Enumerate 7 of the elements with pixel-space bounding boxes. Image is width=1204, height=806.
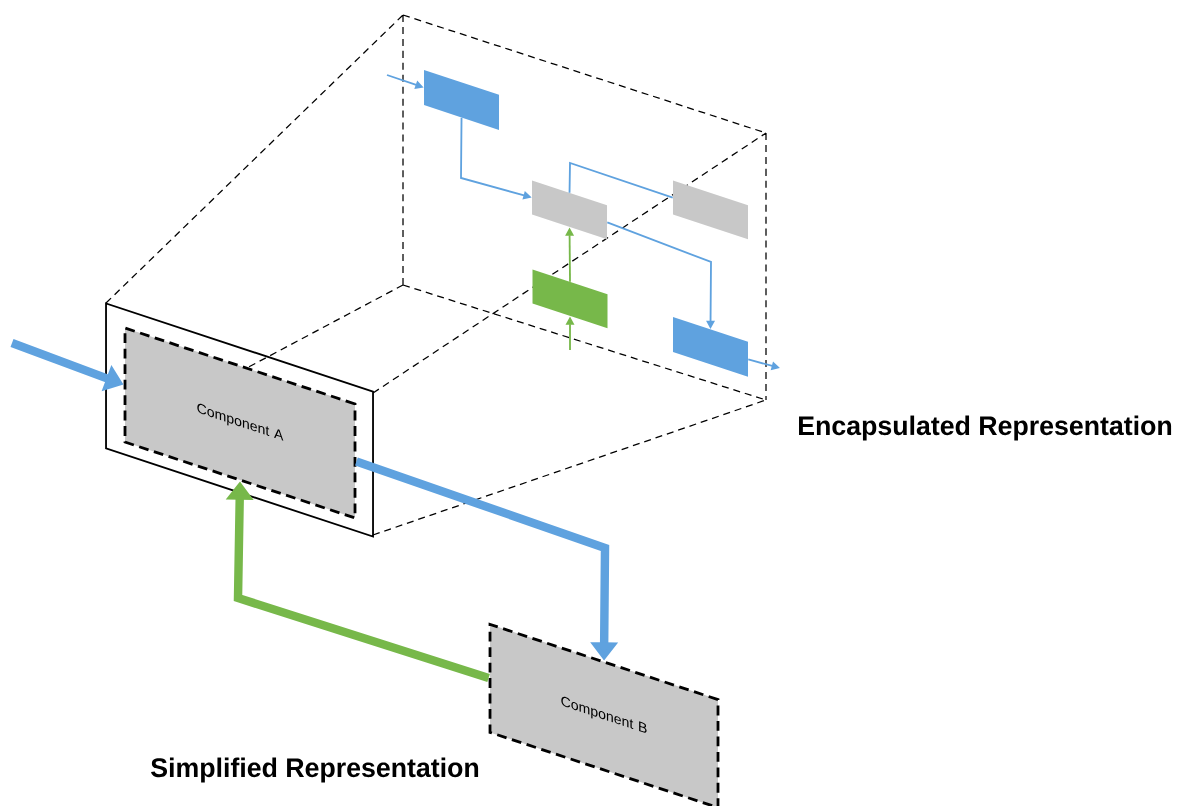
heading-label: Encapsulated Representation: [799, 415, 1172, 441]
process-box: [532, 180, 607, 240]
process-box: [532, 269, 608, 329]
process-box: [673, 180, 748, 240]
process-box: [424, 70, 500, 130]
process-box: [673, 317, 748, 377]
enclosure-frame: [105, 302, 374, 538]
